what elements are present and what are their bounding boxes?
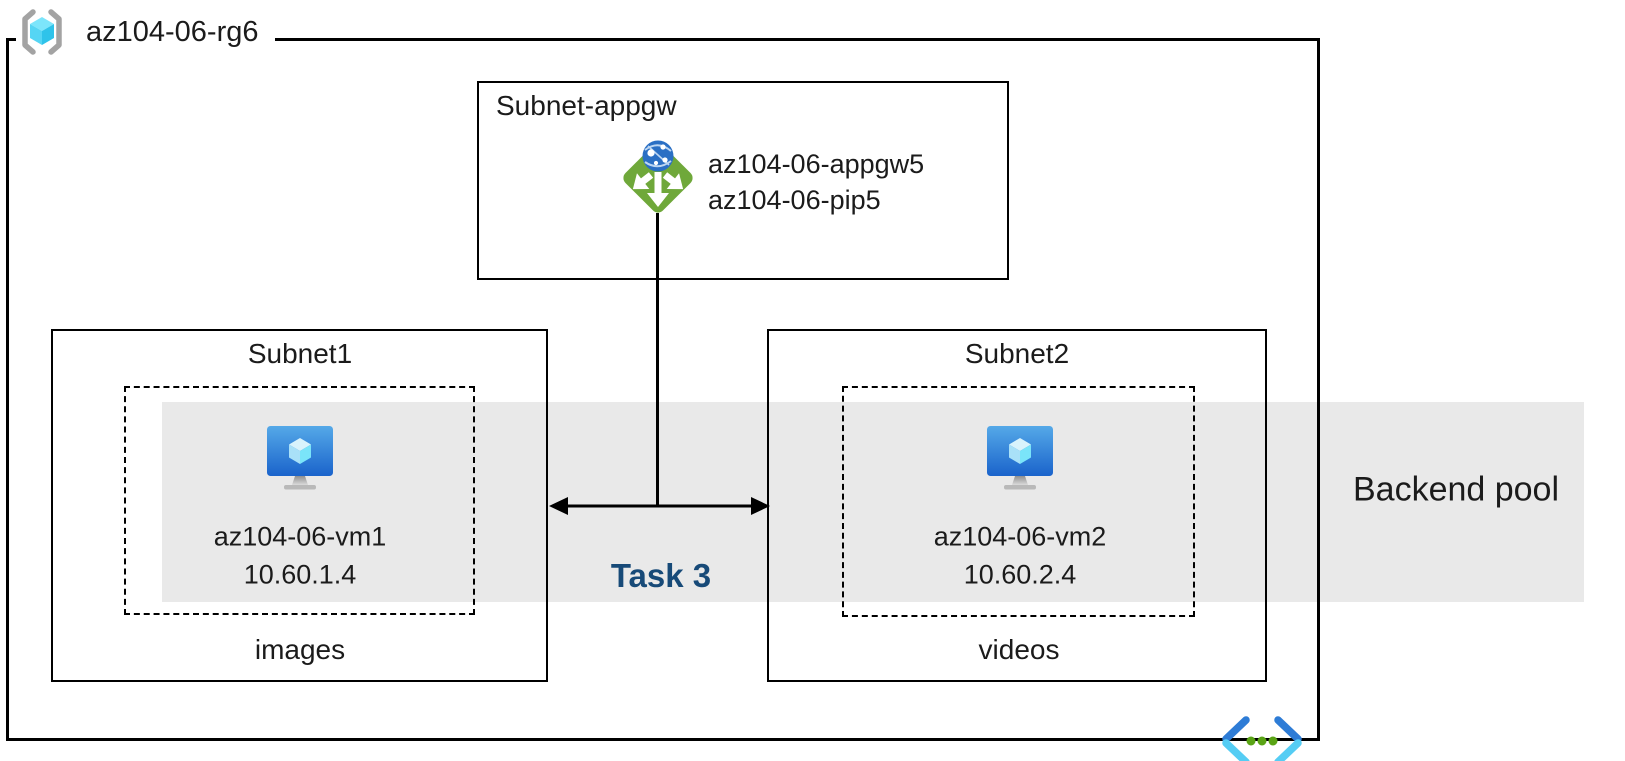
vm2-ip-label: 10.60.2.4 [963, 559, 1077, 590]
appgw-name-label: az104-06-appgw5 [708, 149, 925, 179]
backend-pool-label: Backend pool [1352, 470, 1560, 509]
subnet2-title: Subnet2 [964, 338, 1070, 369]
subnet1-box [51, 329, 548, 682]
subnet2-storage-label: videos [978, 634, 1060, 665]
subnet1-title: Subnet1 [247, 338, 353, 369]
vm2-name-label: az104-06-vm2 [933, 521, 1107, 552]
task-label: Task 3 [610, 557, 712, 594]
resource-group-name: az104-06-rg6 [86, 15, 259, 48]
arrowhead-right [751, 497, 770, 515]
subnet1-vm-dashed-box [124, 386, 475, 615]
subnet2-box [767, 329, 1267, 682]
subnet2-vm-dashed-box [842, 386, 1195, 617]
virtual-machine-icon [987, 426, 1053, 490]
arrowhead-left [549, 497, 568, 515]
subnet-appgw-title: Subnet-appgw [496, 90, 677, 121]
resource-group-icon [22, 9, 62, 55]
virtual-network-icon [1222, 716, 1302, 761]
gateway-to-subnets-connector [549, 213, 770, 515]
backend-pool-band [162, 402, 1584, 602]
subnet1-storage-label: images [254, 634, 346, 665]
subnet-appgw-box [477, 81, 1009, 280]
application-gateway-icon [623, 140, 693, 213]
appgw-labels: az104-06-appgw5 az104-06-pip5 [708, 146, 924, 218]
resource-group-header: az104-06-rg6 [16, 6, 275, 58]
vm1-name-label: az104-06-vm1 [213, 521, 387, 552]
pip-name-label: az104-06-pip5 [708, 185, 881, 215]
vm1-ip-label: 10.60.1.4 [243, 559, 357, 590]
virtual-machine-icon [267, 426, 333, 490]
resource-group-box [6, 38, 1320, 741]
